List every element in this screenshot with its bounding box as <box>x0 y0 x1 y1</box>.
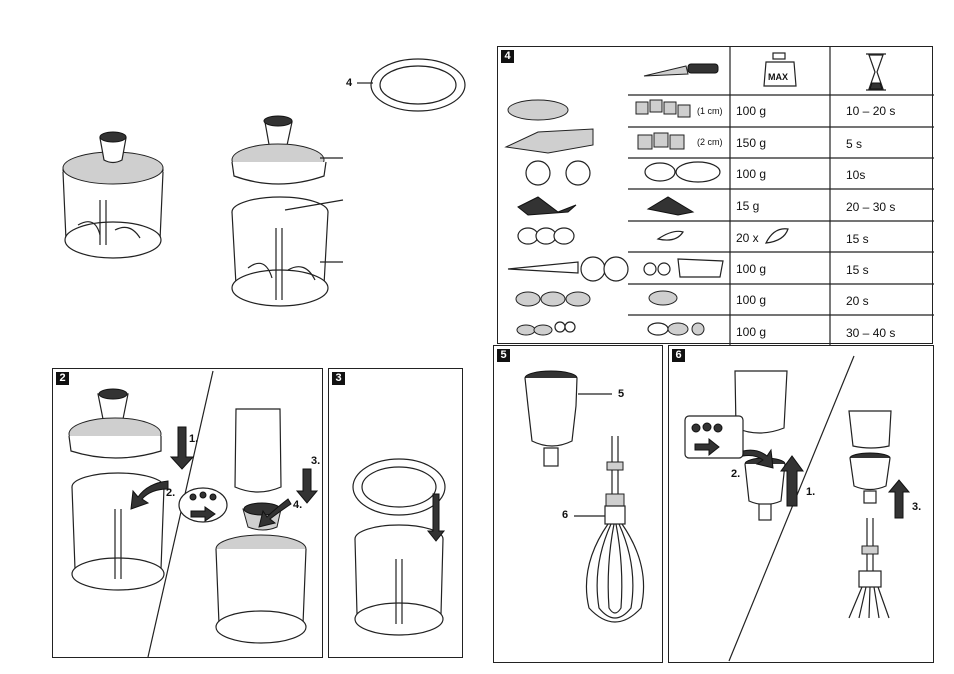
figure-1: 4 <box>0 0 480 345</box>
max-weight-icon <box>763 52 797 88</box>
panel-4-table: 4 MAX <box>497 46 933 344</box>
step-1-label: 1. <box>189 433 198 445</box>
callout-5: 5 <box>618 388 624 400</box>
panel-6: 6 1. 2. 3. <box>668 345 934 663</box>
row-8-quantity: 100 g <box>736 325 766 339</box>
clove-icon <box>764 227 790 245</box>
row-2-size-note: (2 cm) <box>697 137 723 147</box>
callout-6: 6 <box>562 509 568 521</box>
chopper-assembled-illustration <box>0 0 480 345</box>
panel-6-illustration <box>669 346 935 664</box>
row-1-time: 10 – 20 s <box>846 104 895 118</box>
max-icon-text: MAX <box>768 72 788 82</box>
panel-3: 3 <box>328 368 463 658</box>
row-1-size-note: (1 cm) <box>697 106 723 116</box>
panel-3-illustration <box>329 369 464 659</box>
row-6-time: 15 s <box>846 263 869 277</box>
row-7-quantity: 100 g <box>736 293 766 307</box>
callout-4: 4 <box>346 77 352 89</box>
panel-2-illustration <box>53 369 324 659</box>
row-2-quantity: 150 g <box>736 136 766 150</box>
hourglass-icon <box>866 53 886 91</box>
step-2-label: 2. <box>731 468 740 480</box>
panel-5-illustration <box>494 346 664 664</box>
row-8-time: 30 – 40 s <box>846 326 895 340</box>
food-illustrations <box>498 47 728 345</box>
row-3-quantity: 100 g <box>736 167 766 181</box>
row-5-time: 15 s <box>846 232 869 246</box>
row-4-quantity: 15 g <box>736 199 759 213</box>
row-4-time: 20 – 30 s <box>846 200 895 214</box>
step-1-label: 1. <box>806 486 815 498</box>
step-3-label: 3. <box>912 501 921 513</box>
row-7-time: 20 s <box>846 294 869 308</box>
step-4-label: 4. <box>293 499 302 511</box>
row-6-quantity: 100 g <box>736 262 766 276</box>
row-2-time: 5 s <box>846 137 862 151</box>
step-2-label: 2. <box>166 487 175 499</box>
row-1-quantity: 100 g <box>736 104 766 118</box>
panel-2: 2 1. 2. 3. 4. <box>52 368 323 658</box>
step-3-label: 3. <box>311 455 320 467</box>
panel-5: 5 5 6 <box>493 345 663 663</box>
row-5-quantity: 20 x <box>736 231 759 245</box>
row-3-time: 10s <box>846 168 865 182</box>
